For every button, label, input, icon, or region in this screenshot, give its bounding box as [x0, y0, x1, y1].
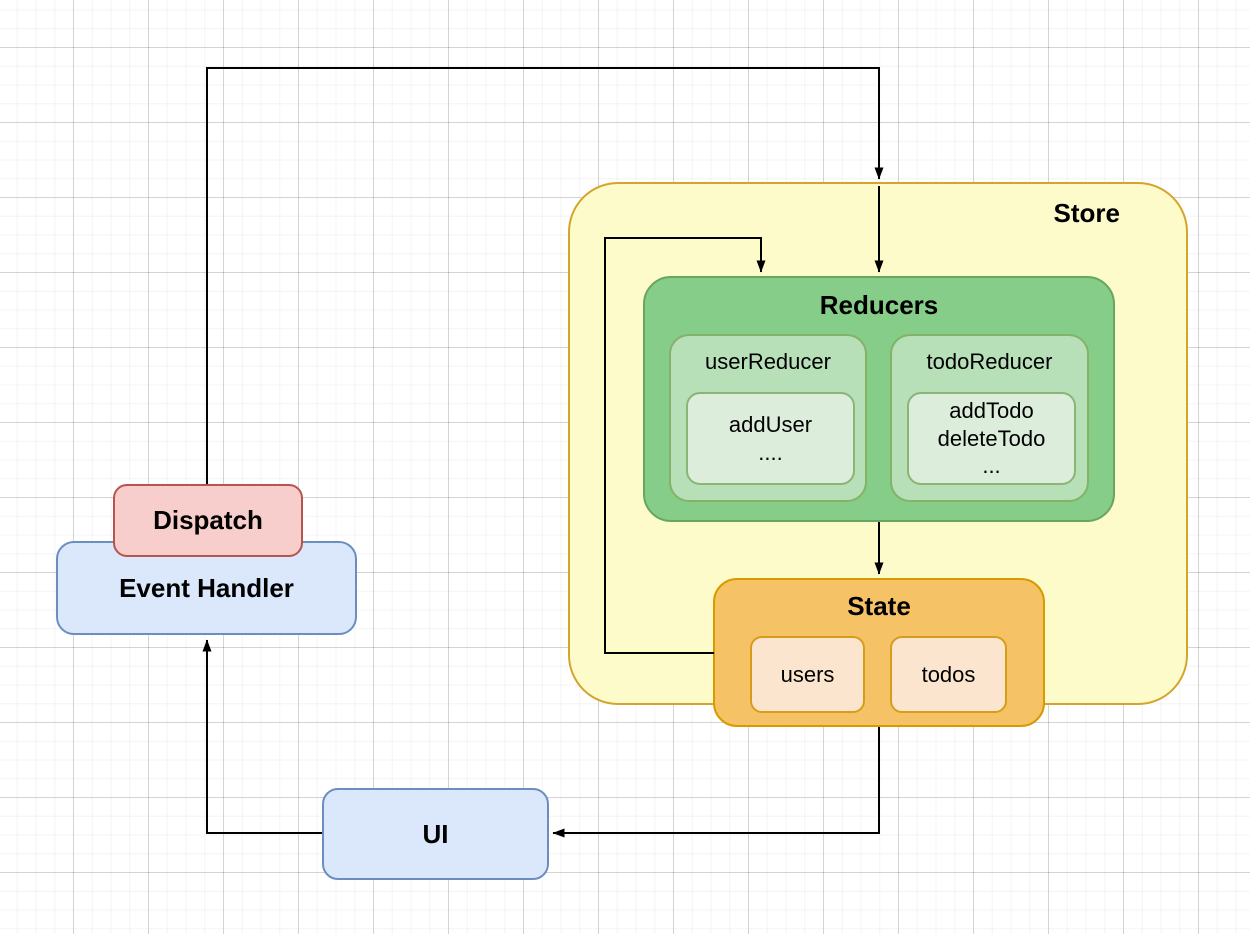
node-dispatch: Dispatch [113, 484, 303, 557]
node-ui: UI [322, 788, 549, 880]
todo-reducer-label: todoReducer [926, 349, 1053, 374]
store-label: Store [1053, 198, 1120, 228]
todos-label: todos [921, 661, 976, 687]
node-users: users [750, 636, 865, 713]
edge-ui-to-event-handler [202, 639, 322, 834]
users-label: users [780, 661, 835, 687]
edge-state-to-ui [552, 727, 880, 838]
node-state: State users todos [713, 578, 1045, 727]
reducers-label: Reducers [819, 290, 939, 320]
event-handler-label: Event Handler [119, 572, 294, 603]
todo-reducer-actions: addTodo deleteTodo ... [907, 392, 1076, 485]
action-add-todo: addTodo [949, 398, 1034, 424]
dispatch-label: Dispatch [153, 505, 263, 536]
node-reducers: Reducers userReducer addUser .... todoRe… [643, 276, 1115, 522]
node-user-reducer: userReducer addUser .... [669, 334, 867, 502]
action-delete-todo: deleteTodo [937, 425, 1046, 451]
action-ellipsis-todo: ... [982, 453, 1001, 479]
node-todos: todos [890, 636, 1007, 713]
action-add-user: addUser [728, 412, 813, 437]
action-ellipsis-user: .... [758, 439, 783, 465]
state-label: State [847, 591, 911, 621]
ui-label: UI [422, 818, 449, 849]
node-todo-reducer: todoReducer addTodo deleteTodo ... [890, 334, 1089, 502]
user-reducer-actions: addUser .... [686, 392, 855, 485]
user-reducer-label: userReducer [705, 349, 831, 374]
